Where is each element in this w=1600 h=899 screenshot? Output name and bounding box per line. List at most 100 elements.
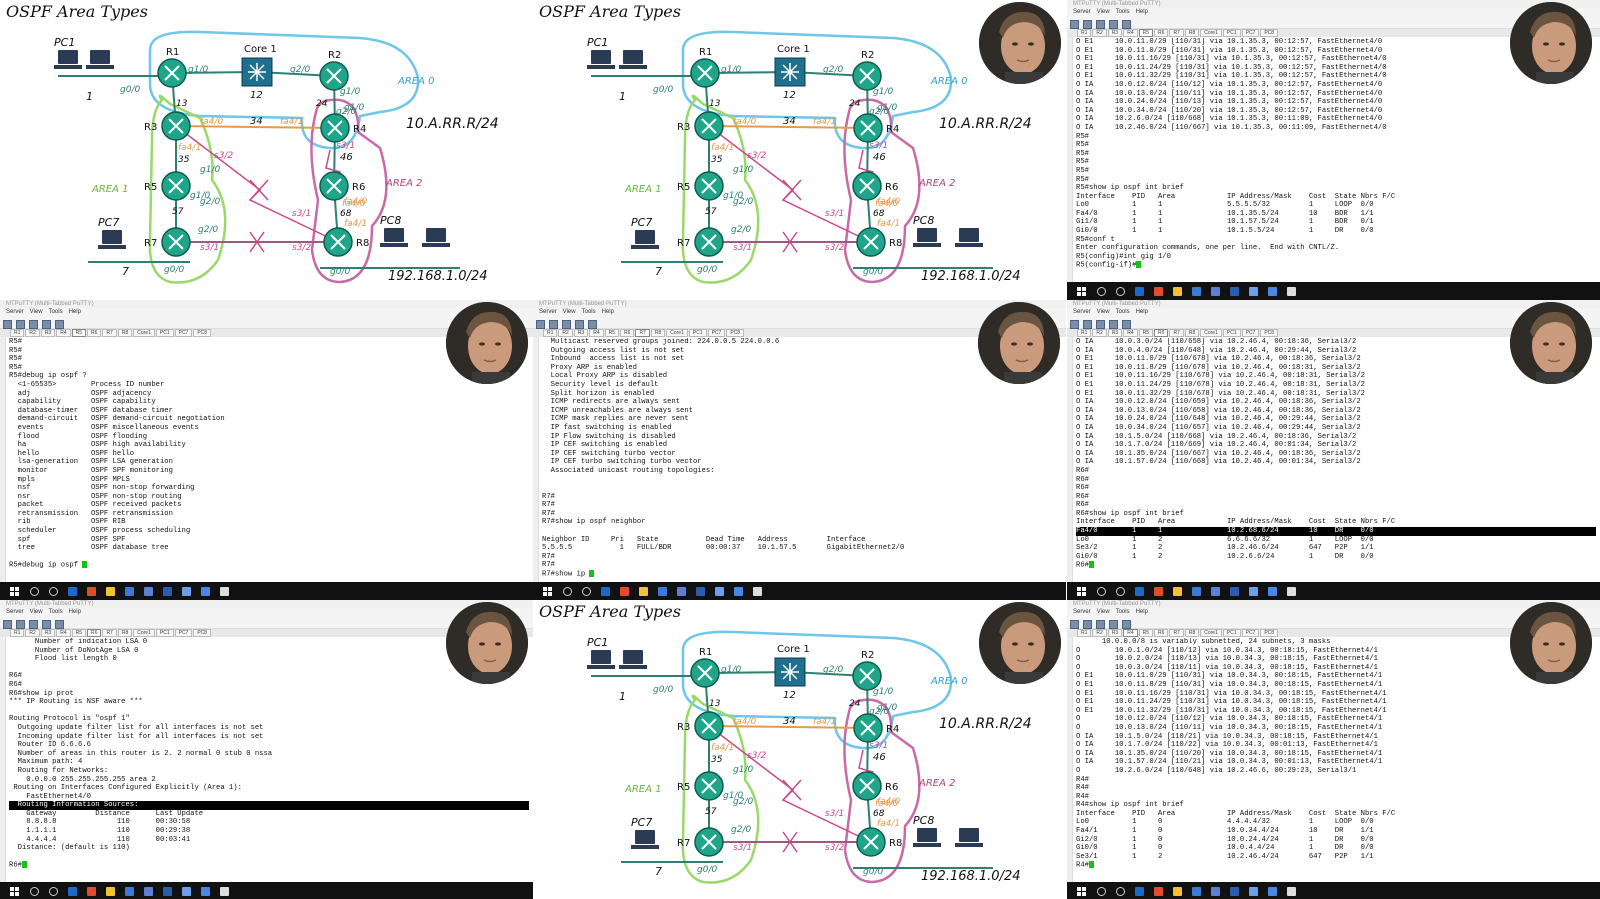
tab-r8[interactable]: R8 xyxy=(650,329,666,337)
edge-icon[interactable] xyxy=(601,586,610,596)
tab-r2[interactable]: R2 xyxy=(1092,629,1107,637)
server-sidebar[interactable] xyxy=(1067,637,1073,897)
tab-pc7[interactable]: PC7 xyxy=(707,329,726,337)
putty-icon[interactable] xyxy=(1287,886,1296,896)
tab-pc7[interactable]: PC7 xyxy=(174,629,193,637)
terminal-output[interactable]: Multicast reserved groups joined: 224.0.… xyxy=(542,338,1062,578)
tab-core1[interactable]: Core1 xyxy=(133,329,155,337)
app-icon[interactable] xyxy=(696,586,705,596)
app-icon[interactable] xyxy=(163,586,172,596)
menu-item-server[interactable]: Server xyxy=(6,609,24,615)
menu-item-help[interactable]: Help xyxy=(68,609,81,615)
tab-r1[interactable]: R1 xyxy=(10,629,25,637)
new-session-icon[interactable] xyxy=(3,620,12,629)
menu-item-help[interactable]: Help xyxy=(1135,9,1148,15)
tab-r5[interactable]: R5 xyxy=(1138,29,1154,37)
new-session-icon[interactable] xyxy=(536,320,545,329)
connect-icon[interactable] xyxy=(1096,620,1105,629)
connect-icon[interactable] xyxy=(1096,20,1105,29)
terminal-output[interactable]: R5#R5#R5#R5#R5#debug ip ospf ? <1-65535>… xyxy=(9,338,529,578)
settings-icon[interactable] xyxy=(1122,620,1131,629)
save-icon[interactable] xyxy=(42,620,51,629)
menu-item-view[interactable]: View xyxy=(1096,309,1110,315)
tab-r6[interactable]: R6 xyxy=(1154,329,1169,337)
menu-item-help[interactable]: Help xyxy=(1135,309,1148,315)
putty-icon[interactable] xyxy=(1287,586,1296,596)
tab-pc8[interactable]: PC8 xyxy=(193,629,212,637)
terminal-output[interactable]: 10.0.0.0/8 is variably subnetted, 24 sub… xyxy=(1076,638,1596,878)
save-icon[interactable] xyxy=(42,320,51,329)
tab-r7[interactable]: R7 xyxy=(102,629,117,637)
settings-icon[interactable] xyxy=(1122,320,1131,329)
task-view-icon[interactable] xyxy=(1116,286,1125,296)
save-icon[interactable] xyxy=(575,320,584,329)
menu-item-server[interactable]: Server xyxy=(6,309,24,315)
app-icon[interactable] xyxy=(182,586,191,596)
tab-r5[interactable]: R5 xyxy=(1138,329,1154,337)
putty-icon[interactable] xyxy=(220,886,229,896)
tab-r2[interactable]: R2 xyxy=(25,629,40,637)
app-icon[interactable] xyxy=(1211,586,1220,596)
connect-icon[interactable] xyxy=(29,320,38,329)
tab-r3[interactable]: R3 xyxy=(40,629,56,637)
search-icon[interactable] xyxy=(1097,586,1106,596)
search-icon[interactable] xyxy=(1097,886,1106,896)
tab-r1[interactable]: R1 xyxy=(1077,29,1092,37)
server-sidebar[interactable] xyxy=(0,337,6,597)
tab-pc8[interactable]: PC8 xyxy=(193,329,212,337)
app-icon[interactable] xyxy=(1249,886,1258,896)
settings-icon[interactable] xyxy=(1122,20,1131,29)
tab-r4[interactable]: R4 xyxy=(56,329,71,337)
start-icon[interactable] xyxy=(1077,586,1086,596)
menu-item-view[interactable]: View xyxy=(1096,609,1110,615)
tab-core1[interactable]: Core1 xyxy=(1200,629,1222,637)
save-icon[interactable] xyxy=(1109,620,1118,629)
new-session-icon[interactable] xyxy=(1070,320,1079,329)
tab-pc8[interactable]: PC8 xyxy=(726,329,745,337)
tab-pc8[interactable]: PC8 xyxy=(1260,29,1279,37)
menu-item-tools[interactable]: Tools xyxy=(48,609,63,615)
putty-icon[interactable] xyxy=(753,586,762,596)
terminal-output[interactable]: O IA 10.0.3.0/24 [110/658] via 10.2.46.4… xyxy=(1076,338,1596,578)
menu-item-tools[interactable]: Tools xyxy=(581,309,596,315)
menu-item-view[interactable]: View xyxy=(29,609,43,615)
tab-r8[interactable]: R8 xyxy=(117,329,133,337)
tab-r6[interactable]: R6 xyxy=(87,629,102,637)
menu-item-tools[interactable]: Tools xyxy=(1115,609,1130,615)
start-icon[interactable] xyxy=(1077,886,1086,896)
tab-r5[interactable]: R5 xyxy=(604,329,620,337)
tab-r3[interactable]: R3 xyxy=(1107,629,1123,637)
connect-icon[interactable] xyxy=(29,620,38,629)
chrome-icon[interactable] xyxy=(620,586,629,596)
connect-icon[interactable] xyxy=(562,320,571,329)
tab-r6[interactable]: R6 xyxy=(620,329,635,337)
new-session-icon[interactable] xyxy=(1070,20,1079,29)
new-session-icon[interactable] xyxy=(3,320,12,329)
app-icon[interactable] xyxy=(1268,586,1277,596)
app-icon[interactable] xyxy=(1192,286,1201,296)
tab-r2[interactable]: R2 xyxy=(558,329,573,337)
tab-pc1[interactable]: PC1 xyxy=(688,329,707,337)
tab-pc1[interactable]: PC1 xyxy=(155,629,174,637)
tab-core1[interactable]: Core1 xyxy=(133,629,155,637)
menu-item-server[interactable]: Server xyxy=(1073,9,1091,15)
edge-icon[interactable] xyxy=(68,586,77,596)
edge-icon[interactable] xyxy=(1135,886,1144,896)
tab-r5[interactable]: R5 xyxy=(71,329,87,337)
app-icon[interactable] xyxy=(1249,586,1258,596)
tab-r8[interactable]: R8 xyxy=(117,629,133,637)
app-icon[interactable] xyxy=(1268,286,1277,296)
tab-r7[interactable]: R7 xyxy=(1169,29,1184,37)
tab-pc1[interactable]: PC1 xyxy=(1222,29,1241,37)
menu-item-tools[interactable]: Tools xyxy=(48,309,63,315)
terminal-output[interactable]: Number of indication LSA 0 Number of DoN… xyxy=(9,638,529,878)
tab-r4[interactable]: R4 xyxy=(1123,329,1138,337)
task-view-icon[interactable] xyxy=(1116,586,1125,596)
putty-icon[interactable] xyxy=(220,586,229,596)
menu-item-view[interactable]: View xyxy=(1096,9,1110,15)
tab-r1[interactable]: R1 xyxy=(10,329,25,337)
tab-pc1[interactable]: PC1 xyxy=(155,329,174,337)
menu-item-tools[interactable]: Tools xyxy=(1115,309,1130,315)
task-view-icon[interactable] xyxy=(49,586,58,596)
app-icon[interactable] xyxy=(658,586,667,596)
